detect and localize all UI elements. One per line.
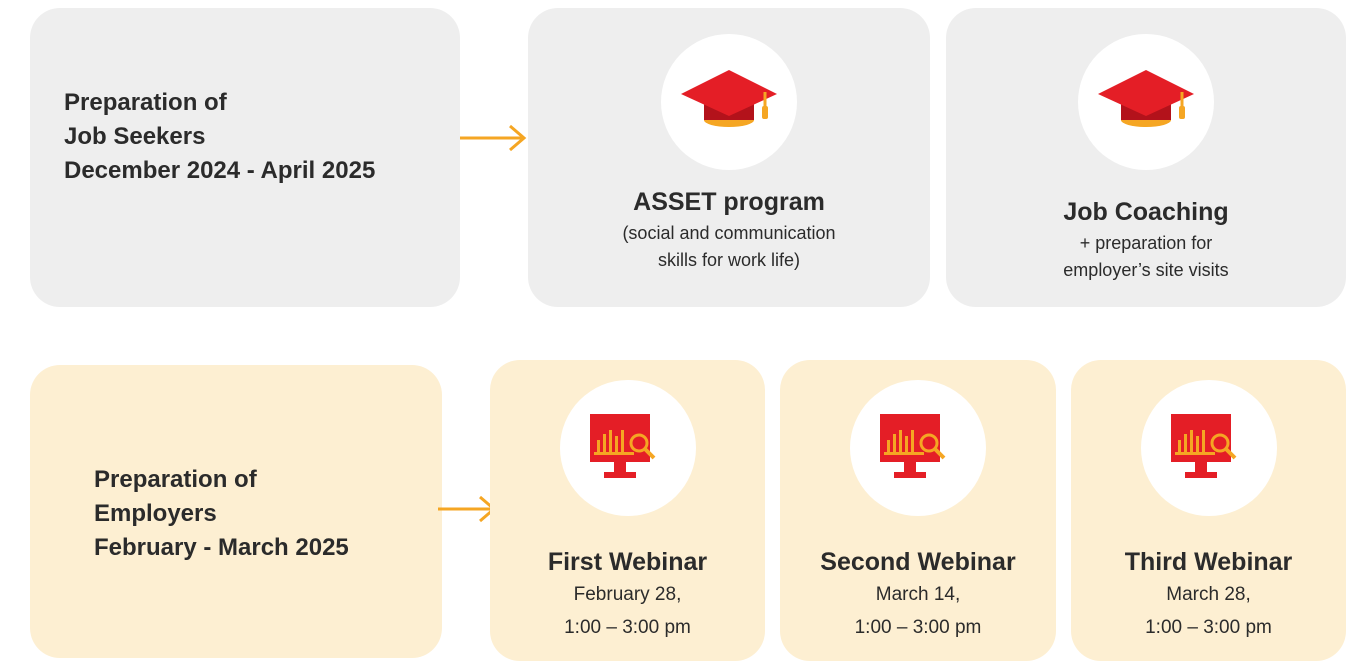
webinar-monitor-icon-circle — [850, 380, 986, 516]
webinar-monitor-icon-circle — [559, 380, 696, 516]
card-detail-line1: (social and communication — [622, 223, 836, 243]
stage-label-line1: Preparation of — [94, 466, 257, 493]
job-coaching-card: Job Coaching + preparation for employer’… — [946, 8, 1346, 307]
employers-stage-label: Preparation of Employers February - Marc… — [94, 463, 349, 565]
stage-label-line3: February - March 2025 — [94, 534, 349, 561]
graduation-cap-icon-circle — [1078, 34, 1214, 170]
card-detail-line1: March 28, — [1166, 584, 1251, 605]
card-detail-line2: employer’s site visits — [1063, 260, 1229, 280]
card-detail-line1: March 14, — [875, 584, 961, 605]
first-webinar-card: First Webinar February 28, 1:00 – 3:00 p… — [490, 360, 765, 661]
asset-program-card: ASSET program (social and communication … — [528, 8, 930, 307]
card-detail-line2: 1:00 – 3:00 pm — [854, 617, 982, 638]
stage-label-line2: Job Seekers — [64, 123, 206, 150]
second-webinar-card: Second Webinar March 14, 1:00 – 3:00 pm — [780, 360, 1056, 661]
card-title: Third Webinar — [1124, 548, 1293, 576]
third-webinar-card: Third Webinar March 28, 1:00 – 3:00 pm — [1071, 360, 1346, 661]
webinar-monitor-icon — [1170, 414, 1236, 478]
card-detail-line1: + preparation for — [1079, 233, 1213, 253]
stage-label-line3: December 2024 - April 2025 — [64, 157, 376, 184]
card-title: Job Coaching — [1063, 198, 1229, 226]
card-detail-line1: February 28, — [573, 584, 682, 605]
webinar-monitor-icon — [880, 414, 946, 478]
card-title: First Webinar — [547, 548, 708, 576]
graduation-cap-icon — [681, 70, 777, 127]
card-detail-line2: 1:00 – 3:00 pm — [564, 617, 691, 638]
graduation-cap-icon-circle — [661, 34, 797, 170]
arrow-right-icon — [460, 124, 527, 152]
stage-label-line2: Employers — [94, 500, 217, 527]
webinar-monitor-icon-circle — [1140, 380, 1277, 516]
graduation-cap-icon — [1098, 70, 1194, 127]
card-detail-line2: skills for work life) — [657, 250, 800, 270]
card-detail-line2: 1:00 – 3:00 pm — [1145, 617, 1272, 638]
job-seekers-stage-label: Preparation of Job Seekers December 2024… — [64, 86, 375, 188]
webinar-monitor-icon — [589, 414, 655, 478]
employers-stage-box: Preparation of Employers February - Marc… — [30, 365, 442, 658]
card-title: ASSET program — [633, 188, 825, 216]
stage-label-line1: Preparation of — [64, 89, 227, 116]
card-title: Second Webinar — [820, 548, 1016, 576]
job-seekers-stage-box: Preparation of Job Seekers December 2024… — [30, 8, 460, 307]
